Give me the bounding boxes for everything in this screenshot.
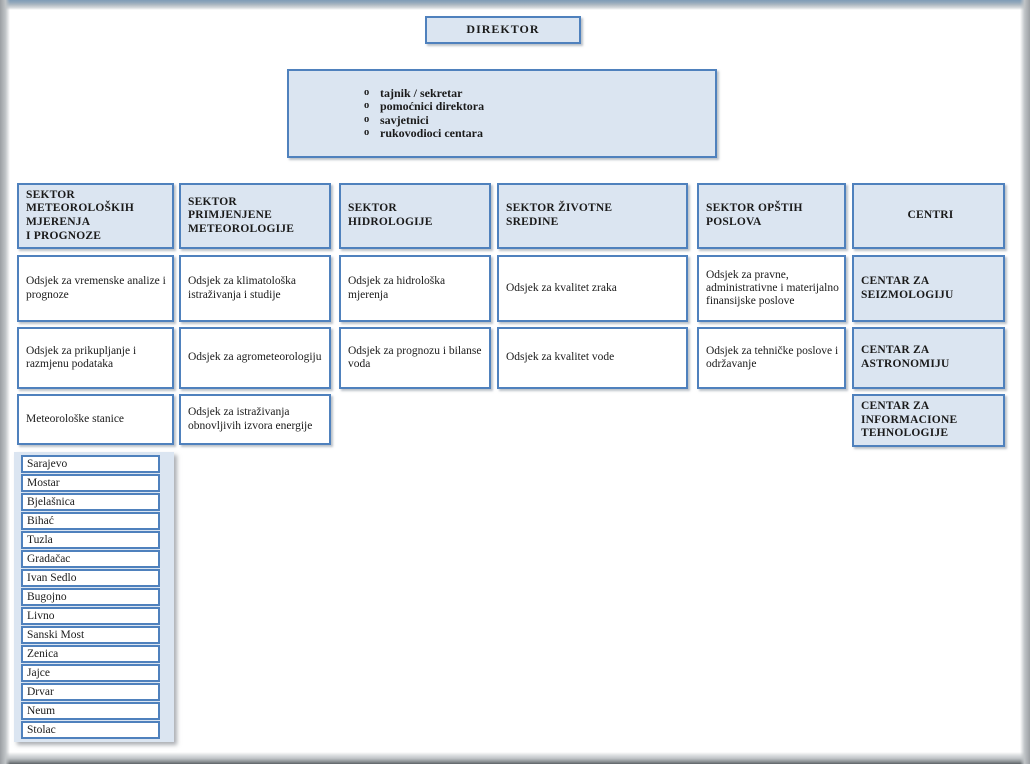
center-box: CENTAR ZA INFORMACIONE TEHNOLOGIJE [852,394,1005,447]
station-item: Bugojno [21,588,160,606]
staff-list-item: rukovodioci centara [364,126,484,141]
director-label: DIREKTOR [466,22,540,37]
sector-header-label: SEKTOR HIDROLOGIJE [348,202,433,228]
page-border-right [1020,0,1030,764]
station-item: Neum [21,702,160,720]
station-item: Bjelašnica [21,493,160,511]
center-label: CENTAR ZA SEIZMOLOGIJU [861,274,954,301]
station-item: Livno [21,607,160,625]
department-label: Meteorološke stanice [26,412,125,425]
department-box: Odsjek za prikupljanje i razmjenu podata… [17,327,174,389]
department-label: Odsjek za tehničke poslove i održavanje [706,344,839,370]
department-box: Odsjek za hidrološka mjerenja [339,255,491,322]
station-item: Tuzla [21,531,160,549]
department-label: Odsjek za prikupljanje i razmjenu podata… [26,344,137,370]
staff-list-item: savjetnici [364,113,484,128]
sector-header-box: SEKTOR HIDROLOGIJE [339,183,491,249]
sector-header-label: SEKTOR PRIMJENJENE METEOROLOGIJE [188,195,295,235]
station-item: Gradačac [21,550,160,568]
sector-header-box: SEKTOR OPŠTIH POSLOVA [697,183,846,249]
department-box: Odsjek za kvalitet zraka [497,255,688,322]
department-label: Odsjek za klimatološka istraživanja i st… [188,275,296,301]
sector-header-label: SEKTOR ŽIVOTNE SREDINE [506,202,613,228]
department-box: Odsjek za kvalitet vode [497,327,688,389]
department-label: Odsjek za kvalitet zraka [506,281,617,294]
sector-header-label: SEKTOR METEOROLOŠKIH MJERENJA I PROGNOZE [26,188,135,242]
department-label: Odsjek za agrometeorologiju [188,351,322,364]
station-item: Bihać [21,512,160,530]
department-box: Odsjek za prognozu i bilanse voda [339,327,491,389]
sector-header-label: SEKTOR OPŠTIH POSLOVA [706,202,803,228]
department-label: Odsjek za prognozu i bilanse voda [348,344,482,370]
center-box: CENTAR ZA SEIZMOLOGIJU [852,255,1005,322]
center-box: CENTAR ZA ASTRONOMIJU [852,327,1005,389]
center-label: CENTAR ZA ASTRONOMIJU [861,344,950,370]
staff-list: tajnik / sekretarpomoćnici direktorasavj… [289,86,484,141]
department-box: Odsjek za pravne, administrativne i mate… [697,255,846,322]
station-item: Mostar [21,474,160,492]
sector-header-box: SEKTOR PRIMJENJENE METEOROLOGIJE [179,183,331,249]
page-border-top [0,0,1030,10]
station-item: Ivan Sedlo [21,569,160,587]
station-item: Drvar [21,683,160,701]
sector-header-label: CENTRI [907,209,954,222]
department-box: Odsjek za vremenske analize i prognoze [17,255,174,322]
sector-header-box: SEKTOR ŽIVOTNE SREDINE [497,183,688,249]
department-label: Odsjek za pravne, administrativne i mate… [706,268,839,308]
station-item: Sarajevo [21,455,160,473]
department-label: Odsjek za istraživanja obnovljivih izvor… [188,406,313,432]
director-box: DIREKTOR [425,16,581,44]
department-label: Odsjek za vremenske analize i prognoze [26,275,166,301]
station-item: Zenica [21,645,160,663]
sector-header-box: SEKTOR METEOROLOŠKIH MJERENJA I PROGNOZE [17,183,174,249]
department-box: Odsjek za agrometeorologiju [179,327,331,389]
department-label: Odsjek za kvalitet vode [506,351,615,364]
department-box: Odsjek za istraživanja obnovljivih izvor… [179,394,331,445]
department-box: Meteorološke stanice [17,394,174,445]
page-border-left [0,0,10,764]
center-label: CENTAR ZA INFORMACIONE TEHNOLOGIJE [861,400,958,440]
page-border-bottom [0,752,1030,764]
staff-list-item: pomoćnici direktora [364,99,484,114]
station-item: Stolac [21,721,160,739]
department-box: Odsjek za tehničke poslove i održavanje [697,327,846,389]
department-label: Odsjek za hidrološka mjerenja [348,275,446,301]
sector-header-box: CENTRI [852,183,1005,249]
staff-box: tajnik / sekretarpomoćnici direktorasavj… [287,69,717,158]
station-item: Jajce [21,664,160,682]
staff-list-item: tajnik / sekretar [364,86,484,101]
department-box: Odsjek za klimatološka istraživanja i st… [179,255,331,322]
station-item: Sanski Most [21,626,160,644]
